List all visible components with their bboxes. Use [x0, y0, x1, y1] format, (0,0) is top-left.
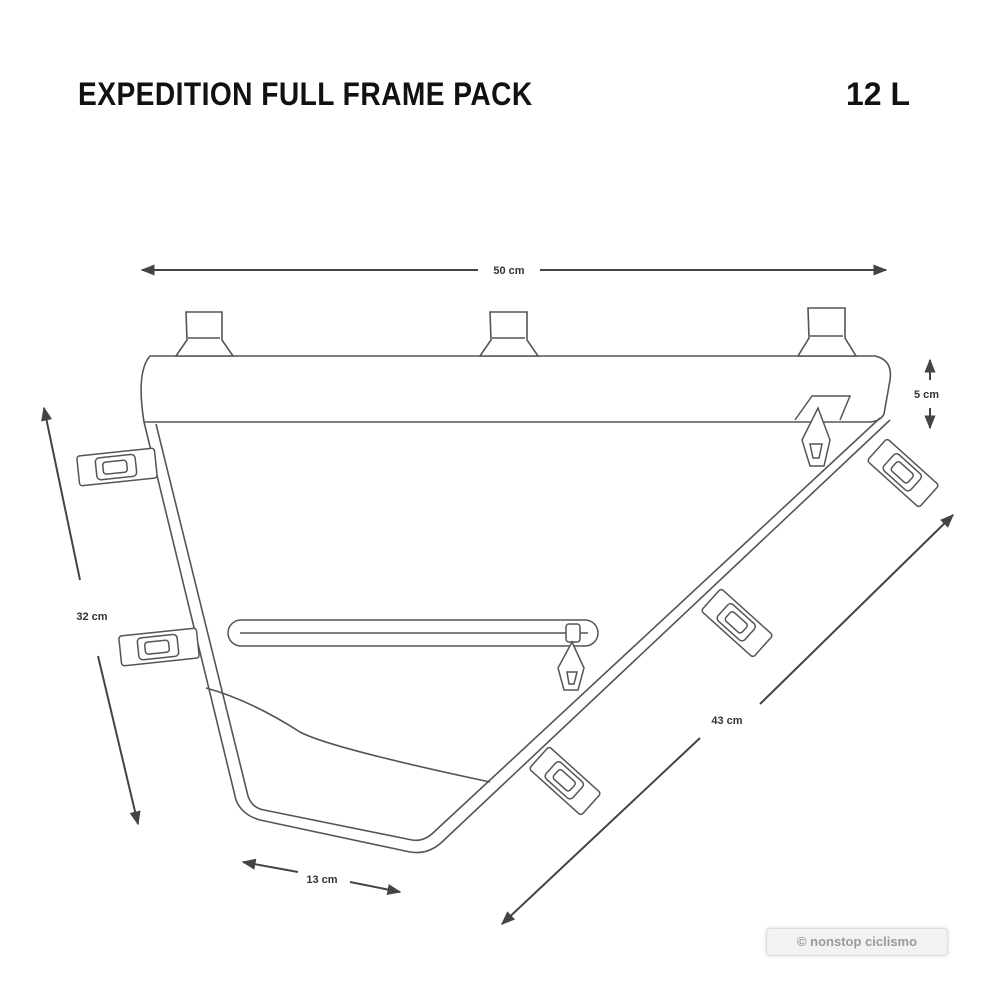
strap-icon [867, 438, 939, 508]
dim-top-length: 50 cm [493, 265, 524, 277]
top-strap-3 [796, 307, 858, 357]
strap-icon [701, 588, 773, 658]
watermark: © nonstop ciclismo [766, 928, 948, 956]
product-title: EXPEDITION FULL FRAME PACK [78, 76, 533, 112]
dim-height: 5 cm [914, 389, 939, 401]
top-strap-1 [174, 311, 235, 357]
product-volume: 12 L [846, 76, 911, 112]
side-pocket-zipper [227, 619, 599, 647]
dimension-arrow-icon [41, 264, 955, 925]
zipper-pull-icon [557, 640, 585, 691]
strap-icon [529, 746, 601, 816]
bag-outline [140, 355, 892, 854]
zipper-pull-icon [794, 395, 852, 467]
dim-seat-tube: 32 cm [76, 611, 107, 623]
dim-bottom: 13 cm [306, 874, 337, 886]
strap-icon [76, 447, 158, 487]
dim-down-tube: 43 cm [711, 715, 742, 727]
strap-icon [118, 627, 200, 667]
top-strap-2 [478, 311, 540, 357]
